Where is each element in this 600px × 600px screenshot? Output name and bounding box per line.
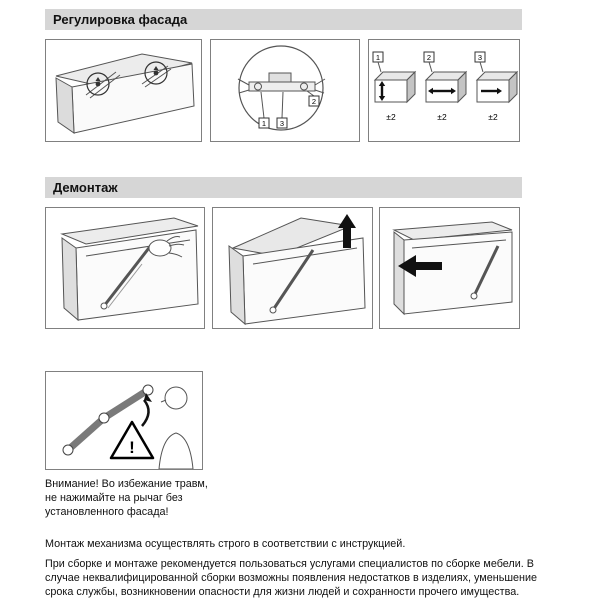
box-3-tolerance: ±2 (488, 112, 498, 122)
adjustment-panel-detail: 2 1 3 (210, 39, 360, 142)
warning-panel: ! (45, 371, 203, 470)
adjustment-cabinet-illustration (55, 53, 195, 134)
cabinet-drawing (55, 53, 195, 134)
box-1-tolerance: ±2 (386, 112, 396, 122)
box-2-arrow-horizontal (428, 87, 456, 95)
demontage-panel-step2 (212, 207, 373, 329)
demontage-panel-step3 (379, 207, 520, 329)
warning-illustration: ! (62, 384, 194, 469)
hand-illustration (148, 236, 185, 258)
section-header-demontage: Демонтаж (45, 177, 522, 198)
motion-arrow (141, 393, 152, 427)
disclaimer-paragraph: При сборке и монтаже рекомендуется польз… (45, 558, 537, 599)
lift-arm (100, 243, 154, 310)
mechanism-drawing (237, 72, 326, 119)
detail-labels: 2 1 3 (258, 95, 320, 129)
person-illustration (158, 386, 194, 469)
demontage-panel-step1 (45, 207, 205, 329)
lift-arm (269, 249, 315, 314)
box-1-label: 1 (376, 53, 380, 62)
up-arrow (338, 214, 356, 248)
cabinet-drawing (60, 217, 199, 322)
warning-exclamation: ! (129, 438, 135, 457)
adjustment-point-circles (86, 61, 168, 96)
box-2-tolerance: ±2 (437, 112, 447, 122)
cabinet-drawing (392, 221, 513, 316)
demontage-step2-illustration (228, 214, 366, 326)
adjustment-box-2: 2 ±2 (423, 51, 468, 122)
adjustment-panel-directions: 1 ±2 2 (368, 39, 520, 142)
section-title-adjustment: Регулировка фасада (53, 12, 188, 27)
demontage-step1-illustration (60, 217, 199, 322)
detail-label-3: 3 (280, 119, 284, 128)
left-arrow (398, 255, 442, 277)
adjustment-panel-cabinet (45, 39, 202, 142)
lift-arm (470, 245, 500, 300)
cabinet-drawing (228, 217, 366, 326)
section-title-demontage: Демонтаж (53, 180, 118, 195)
box-3-arrow-depth (481, 87, 502, 95)
adjustment-box-3: 3 ±2 (474, 51, 519, 122)
section-header-adjustment: Регулировка фасада (45, 9, 522, 30)
warning-triangle-icon: ! (109, 420, 155, 460)
detail-label-2: 2 (312, 97, 316, 106)
adjustment-detail-illustration: 2 1 3 (237, 45, 326, 131)
box-3-label: 3 (478, 53, 482, 62)
adjustment-directions-illustration: 1 ±2 2 (372, 51, 519, 122)
demontage-step3-illustration (392, 221, 513, 316)
lever-arm (62, 384, 154, 456)
montage-note: Монтаж механизма осуществлять строго в с… (45, 538, 406, 550)
box-1-arrow-vertical (378, 81, 386, 101)
detail-label-1: 1 (262, 119, 266, 128)
adjustment-box-1: 1 ±2 (372, 51, 417, 122)
warning-caption: Внимание! Во избежание травм, не нажимай… (45, 478, 208, 519)
box-2-label: 2 (427, 53, 431, 62)
